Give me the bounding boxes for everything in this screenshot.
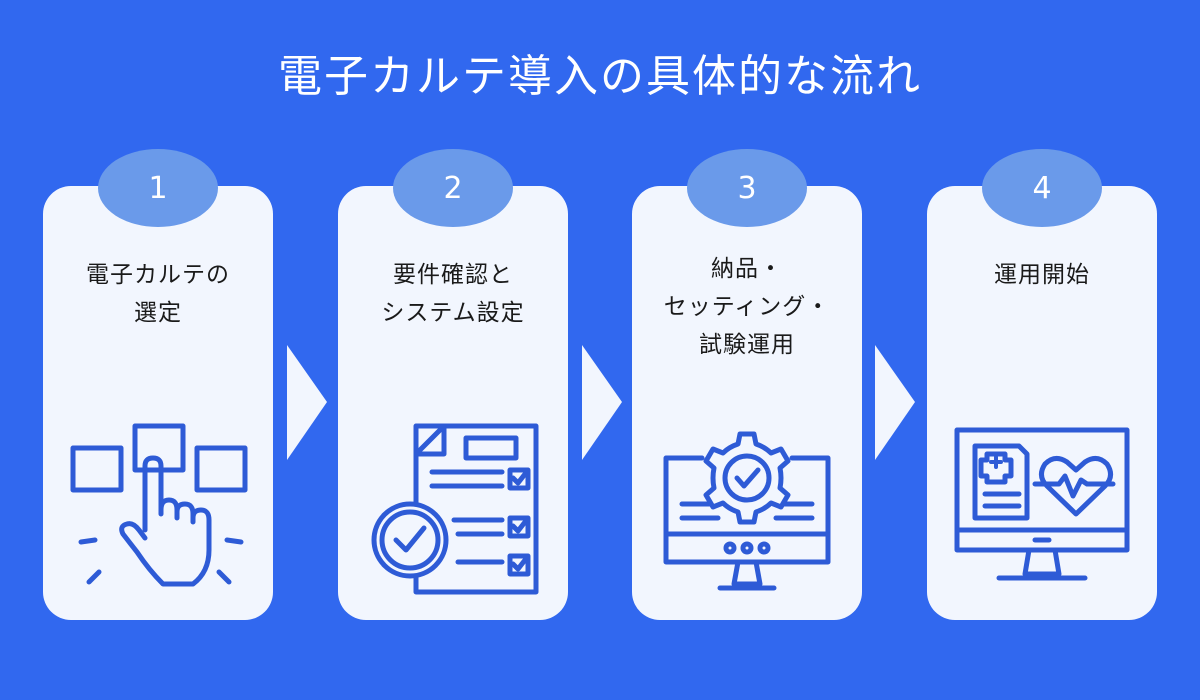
step-number-badge-2: 2 [393,149,513,227]
step-4-label: 運用開始 [994,262,1090,288]
step-number-badge-4: 4 [982,149,1102,227]
step-card-4: 運用開始 [927,186,1157,620]
hand-select-icon [70,423,248,587]
chevron-right-icon [582,345,622,460]
step-card-2: 要件確認と システム設定 [338,186,568,620]
monitor-medical-icon [954,427,1130,581]
step-card-3: 納品・ セッティング・ 試験運用 [632,186,862,620]
page-title: 電子カルテ導入の具体的な流れ [278,51,922,102]
step-2-label: 要件確認と システム設定 [381,262,525,326]
step-3-label: 納品・ セッティング・ 試験運用 [663,256,831,358]
chevron-right-icon [287,345,327,460]
step-number-badge-1: 1 [98,149,218,227]
step-number-badge-3: 3 [687,149,807,227]
checklist-icon [371,423,539,595]
step-card-1: 電子カルテの 選定 [43,186,273,620]
step-1-label: 電子カルテの 選定 [86,262,230,326]
chevron-right-icon [875,345,915,460]
monitor-gear-icon [663,431,831,591]
